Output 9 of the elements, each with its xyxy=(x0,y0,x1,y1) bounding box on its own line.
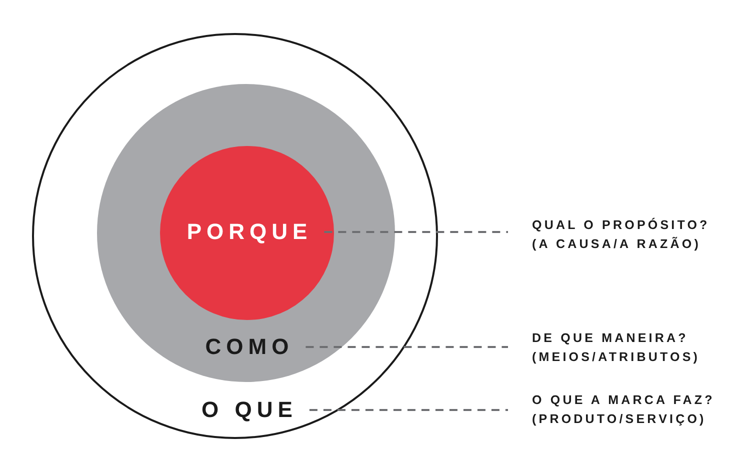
circle-label: COMO xyxy=(204,336,294,358)
leader-line xyxy=(309,409,508,411)
leader-line xyxy=(324,231,508,233)
question-text: O QUE A MARCA FAZ? (PRODUTO/SERVIÇO) xyxy=(532,391,732,429)
circle-label: PORQUE xyxy=(186,221,312,243)
question-text: QUAL O PROPÓSITO? (A CAUSA/A RAZÃO) xyxy=(532,216,732,254)
question-text: DE QUE MANEIRA? (MEIOS/ATRIBUTOS) xyxy=(532,329,732,367)
circle-label: O QUE xyxy=(200,399,298,421)
leader-line xyxy=(306,346,508,348)
